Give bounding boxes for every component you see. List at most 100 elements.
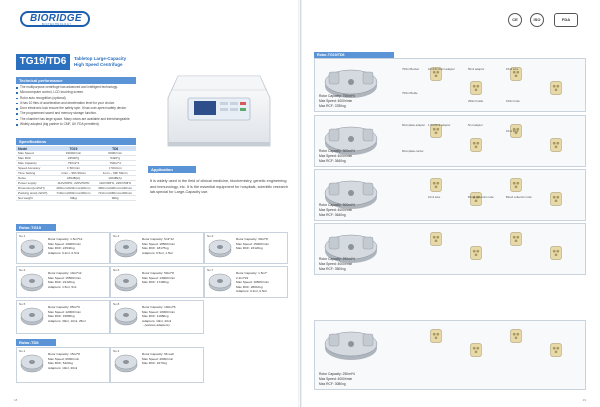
rotor-number: No.1 bbox=[19, 349, 26, 353]
accessory-label: 1.5ml/5ml adaptor bbox=[428, 123, 451, 127]
spec-cell: Dimension(LxWxH) bbox=[16, 185, 53, 192]
application-heading: Application bbox=[148, 166, 196, 173]
rotor-info-line: Max Speed: 6000r/min bbox=[48, 356, 80, 361]
feature-item: The chamber has large space. Many rotors… bbox=[16, 117, 136, 122]
accessory-image bbox=[550, 81, 562, 95]
spec-cell: 750ml*4 bbox=[52, 160, 95, 167]
rotor-stat-line: Rotor Capacity: 750ml*4 bbox=[319, 94, 355, 98]
rotor-stat-line: Max RCF: 3780xg bbox=[319, 104, 346, 108]
rotor-image bbox=[324, 126, 378, 155]
spec-cell: 110V/60Hz, 220V/50Hz bbox=[94, 180, 136, 187]
rotor-info-line: Rotor Capacity: 15ml*8 bbox=[48, 352, 80, 356]
spec-heading: Specifications bbox=[16, 138, 136, 145]
spec-header-cell: TD6 bbox=[94, 146, 136, 151]
application-section: Application It is widely used in the fie… bbox=[148, 166, 290, 196]
feature-item: Rotor auto recognition (optional). bbox=[16, 96, 136, 101]
accessory-label: 15ml tube bbox=[506, 129, 519, 133]
rotor-info-line: ...(various adaptors) bbox=[142, 323, 170, 327]
rotor-info-line: Rotor Capacity: 1.5ml*12 bbox=[48, 237, 83, 241]
accessory-label: Microplate carrier bbox=[402, 149, 424, 153]
accessory-image bbox=[510, 232, 522, 246]
accessory-label: Microplate adaptor bbox=[402, 123, 426, 127]
accessory-label: 10ml/5ml/2ml adaptor bbox=[428, 67, 455, 71]
rotor-stat-line: Rotor Capacity: 300ml*4 bbox=[319, 149, 355, 153]
rotor-image bbox=[324, 331, 378, 360]
rotor-tg19-heading: Rotor-TG19 bbox=[16, 224, 56, 231]
spec-row: Speed Accuracy± 50r/min± 50r/min bbox=[16, 165, 136, 172]
rotor-info-line: Adaptors: 0.2ml, 0.5ml bbox=[236, 289, 267, 293]
rotor-info-line: 2.2ml*24 bbox=[236, 275, 249, 280]
spec-cell: 1min ~ 99h 59min bbox=[52, 170, 95, 177]
rotor-number: No.4 bbox=[19, 268, 26, 272]
accessory-image bbox=[430, 232, 442, 246]
spec-cell: Time Setting bbox=[16, 170, 53, 177]
rotor-info-line: Max Speed: 18500r/min bbox=[142, 241, 175, 246]
accessory-label: 5ml adaptor bbox=[468, 123, 483, 127]
spec-cell: 19000r/min bbox=[52, 151, 95, 157]
page-number-right: 19 bbox=[582, 398, 586, 402]
accessory-image bbox=[430, 124, 442, 138]
rotor-image bbox=[20, 239, 44, 258]
product-title: Tabletop Large-Capacity High Speed Centr… bbox=[74, 56, 169, 68]
rotor-image bbox=[20, 273, 44, 292]
accessory-label: 50ml adaptor bbox=[468, 67, 485, 71]
rotor-info-line: Max Speed: 16500r/min bbox=[236, 280, 269, 284]
rotor-info-line: Rotor Capacity: 1.5ml* bbox=[236, 271, 267, 275]
rotor-info-line: Adaptors: 10ml, 20ml bbox=[48, 365, 78, 370]
accessory-image bbox=[550, 192, 562, 206]
rotor-info-line: Max RCF: 2270xg bbox=[142, 361, 167, 365]
rotor-info-line: Adaptors: 30ml, 10ml, 25ml bbox=[48, 318, 86, 323]
rotor-info-line: Rotor Capacity: 85ml*6 bbox=[48, 305, 80, 309]
spec-row: Noise≤60dB(A)≤60dB(A) bbox=[16, 175, 136, 182]
rotor-stat-line: Max Speed: 4000r/min bbox=[319, 377, 353, 381]
spec-cell: Packing size(LxWxH) bbox=[16, 190, 53, 197]
spec-cell: Power supply bbox=[16, 180, 53, 187]
rotor-image bbox=[20, 307, 44, 326]
rotor-image bbox=[114, 273, 138, 292]
rotor-number: No.6 bbox=[113, 268, 120, 272]
rotor-image bbox=[324, 180, 378, 209]
title-line-1: Tabletop Large-Capacity bbox=[74, 56, 127, 61]
rotor-number: No.3 bbox=[207, 234, 214, 238]
rotor-info-line: Rotor Capacity: 50ml*8 bbox=[142, 271, 174, 275]
accessory-label: 10ml tube bbox=[428, 195, 441, 199]
accessory-image bbox=[470, 246, 482, 260]
product-header: TG19/TD6 Tabletop Large-Capacity High Sp… bbox=[16, 54, 166, 70]
rotor-number: No.2 bbox=[113, 234, 120, 238]
rotor-number: No.1 bbox=[19, 234, 26, 238]
rotor-stat-line: Rotor Capacity: 300ml*4 bbox=[319, 203, 355, 207]
spec-cell: Net weight bbox=[16, 195, 53, 202]
spec-cell: Noise bbox=[16, 175, 53, 182]
accessory-image bbox=[510, 329, 522, 343]
rotor-number: No.5 bbox=[19, 302, 26, 306]
rotor-info-line: Max RCF: 23120xg bbox=[236, 246, 263, 250]
rotor-info-line: Max Speed: 15500r/min bbox=[48, 275, 81, 280]
feature-item: The multipurpose centrifuge has advanced… bbox=[16, 85, 136, 90]
rotor-info-line: Rotor Capacity: 10ml*12 bbox=[48, 271, 82, 275]
rotor-image bbox=[20, 354, 44, 373]
rotor-info-line: Adaptors: 10ml, 20ml bbox=[142, 318, 172, 323]
accessory-label: 750ml Bucket bbox=[402, 67, 419, 71]
rotor-stat-line: Max RCF: 3500xg bbox=[319, 267, 346, 271]
accessory-image bbox=[470, 81, 482, 95]
